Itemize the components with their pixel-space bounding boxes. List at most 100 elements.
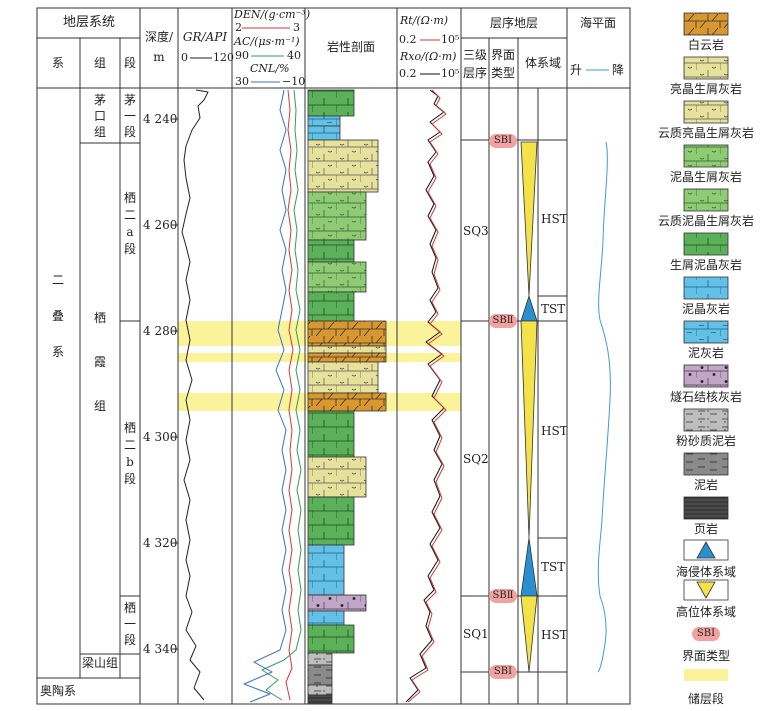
litho-dolomite <box>307 320 387 347</box>
depth-label: 4 340 <box>143 642 178 656</box>
sea-rise-label: 升 <box>570 63 583 77</box>
cnl-label: CNL/% <box>250 62 290 75</box>
litho-dolomite <box>307 352 387 363</box>
legend-label-micritic: 泥晶灰岩 <box>681 302 730 316</box>
litho-micritic <box>307 125 341 141</box>
legend-swatch-micritic <box>683 276 729 300</box>
group-liangshan: 梁山组 <box>82 656 119 670</box>
depth-header-line2: m <box>153 50 165 64</box>
rt-label: Rt/(Ω·m) <box>400 14 449 27</box>
depth-label: 4 260 <box>143 218 178 232</box>
legend-label-bright: 亮晶生屑灰岩 <box>669 82 742 96</box>
rxo-label: Rxo/(Ω·m) <box>400 50 457 63</box>
litho-silty-mudstone <box>307 652 333 666</box>
legend-swatch-reservoir <box>684 669 728 681</box>
legend-swatch-argillaceous <box>683 320 729 344</box>
litho-mudstone <box>307 664 333 686</box>
hst-triangle <box>520 141 538 297</box>
litho-micritic-bioclastic <box>307 191 367 241</box>
sb1-marker: SBⅠ <box>489 665 517 679</box>
legend-tst-triangle <box>696 541 716 559</box>
den-max: 3 <box>293 21 300 34</box>
hst-triangle <box>520 320 538 539</box>
lithology-column <box>307 89 387 705</box>
rt-min: 0.2 <box>399 33 417 46</box>
segment-qi1: 栖一段 <box>123 601 136 647</box>
litho-dolomitic-bright <box>307 345 387 354</box>
legend-label-hst: 高位体系域 <box>675 605 736 619</box>
legend-swatch-micbio <box>683 144 729 168</box>
legend-label-reservoir: 储层段 <box>687 692 724 706</box>
tst-label: TST <box>541 560 566 574</box>
litho-bioclastic-micritic <box>307 624 355 654</box>
legend-swatch-bright <box>683 56 729 80</box>
rt-max: 10⁵ <box>441 33 460 46</box>
legend-label-micbio: 泥晶生屑灰岩 <box>669 170 742 184</box>
gr-curve <box>181 89 209 701</box>
den-label: DEN/(g·cm⁻³) <box>234 8 311 21</box>
depth-label: 4 280 <box>143 324 178 338</box>
tst-triangle <box>520 537 538 597</box>
sequence-sq3: SQ3 <box>463 224 489 238</box>
rxo-curve <box>407 89 447 703</box>
ac-label: AC/(μs·m⁻¹) <box>234 35 300 48</box>
depth-header-line1: 深度/ <box>144 30 174 44</box>
legend-label-chert: 燧石结核灰岩 <box>669 390 742 404</box>
litho-bright-bioclastic <box>307 361 379 394</box>
litho-bioclastic-micritic <box>307 89 355 117</box>
xi-header: 系 <box>51 56 65 70</box>
cnl-max: −10 <box>282 75 306 88</box>
litho-silty-mudstone <box>307 684 333 696</box>
sb2-marker: SBⅡ <box>489 314 517 328</box>
rt-curve <box>405 89 445 703</box>
legend-sb-symbol: SBⅠ <box>692 627 720 641</box>
ac-max: 40 <box>287 49 301 62</box>
legend-label-tst: 海侵体系域 <box>675 565 736 579</box>
litho-bioclastic-micritic <box>307 239 355 263</box>
sequence-sq1: SQ1 <box>463 627 489 641</box>
hst-triangle <box>520 595 538 673</box>
sb1-marker: SBⅠ <box>489 134 517 148</box>
gr-min: 0 <box>181 51 188 64</box>
sea-level-header: 海平面 <box>579 16 617 30</box>
legend-swatch-chert <box>683 364 729 388</box>
litho-bioclastic-micritic <box>307 496 355 546</box>
group-maokou: 茅口组 <box>93 93 106 139</box>
hst-label: HST <box>541 424 568 438</box>
legend-label-silty: 粉砂质泥岩 <box>675 434 736 448</box>
systems-tract-header: 体系域 <box>524 56 562 70</box>
legend-swatch-mudstone <box>683 452 729 476</box>
litho-micritic-bioclastic <box>307 261 367 293</box>
depth-label: 4 300 <box>143 430 178 444</box>
legend-label-dol-bright: 云质亮晶生屑灰岩 <box>657 126 754 140</box>
interface-header-b: 类型 <box>490 66 516 80</box>
rxo-max: 10⁵ <box>441 67 460 80</box>
gr-max: 120 <box>213 51 234 64</box>
sea-level-curve <box>597 141 611 673</box>
group-qixia: 栖霞组 <box>93 311 106 413</box>
rxo-min: 0.2 <box>399 67 417 80</box>
den-curve <box>285 89 294 701</box>
litho-chert-nodule <box>307 594 367 612</box>
hst-label: HST <box>541 212 568 226</box>
legend-label-dol-micbio: 云质泥晶生屑灰岩 <box>657 214 754 228</box>
system-permian: 二叠系 <box>51 273 64 359</box>
hst-label: HST <box>541 628 568 642</box>
litho-shale <box>307 694 333 705</box>
segment-qi2b: 栖二b段 <box>123 421 136 486</box>
legend-label-interface: 界面类型 <box>681 649 730 663</box>
depth-label: 4 240 <box>143 112 178 126</box>
legend-label-biomic: 生屑泥晶灰岩 <box>669 258 742 272</box>
litho-bioclastic-micritic <box>307 291 355 322</box>
legend-swatch-shale <box>683 496 729 520</box>
interface-header-a: 界面 <box>490 48 516 62</box>
litho-micritic <box>307 544 345 596</box>
cnl-min: 30 <box>235 75 249 88</box>
third-order-header-a: 三级 <box>462 48 488 62</box>
legend-hst-triangle <box>696 581 716 599</box>
tst-triangle <box>520 294 538 322</box>
litho-bright-bioclastic <box>307 456 367 498</box>
legend-label-shale: 页岩 <box>693 522 718 536</box>
tst-label: TST <box>541 302 566 316</box>
